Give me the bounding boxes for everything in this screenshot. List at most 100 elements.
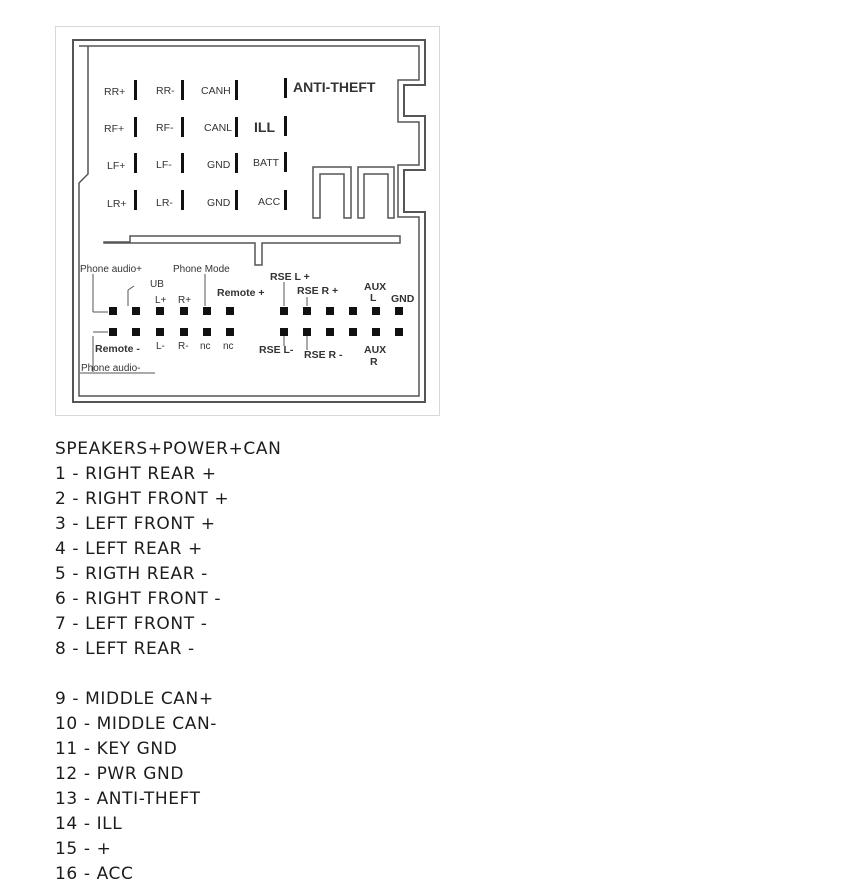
connector-pin xyxy=(181,80,184,100)
connector-pin xyxy=(284,116,287,136)
pinout-item: 7 - LEFT FRONT - xyxy=(55,614,208,634)
section-divider xyxy=(103,235,401,266)
connector-pin xyxy=(372,307,380,315)
pinout-item: 14 - ILL xyxy=(55,814,123,834)
pinout-list: SPEAKERS+POWER+CAN 1 - RIGHT REAR + 2 - … xyxy=(55,437,575,887)
connector-pin xyxy=(326,328,334,336)
label-l-minus: L- xyxy=(156,341,165,352)
pinout-item: 10 - MIDDLE CAN- xyxy=(55,714,218,734)
pinout-item: 5 - RIGTH REAR - xyxy=(55,564,208,584)
pinout-item: 11 - KEY GND xyxy=(55,739,178,759)
pinout-item: 1 - RIGHT REAR + xyxy=(55,464,217,484)
label-gnd-aux: GND xyxy=(391,293,415,305)
pinout-item: 8 - LEFT REAR - xyxy=(55,639,195,659)
latch-right xyxy=(357,166,395,219)
label-nc-2: nc xyxy=(223,341,234,352)
label-r-plus: R+ xyxy=(178,295,191,306)
label-lr-plus: LR+ xyxy=(107,198,127,210)
connector-pin xyxy=(226,328,234,336)
label-aux-l: L xyxy=(370,292,377,304)
label-rse-r-plus: RSE R + xyxy=(297,285,338,297)
label-phone-mode: Phone Mode xyxy=(173,264,230,275)
label-nc-1: nc xyxy=(200,341,211,352)
connector-housing-outer xyxy=(72,39,426,403)
label-lr-minus: LR- xyxy=(156,197,173,209)
pinout-spacer xyxy=(55,662,575,687)
connector-pin xyxy=(156,307,164,315)
connector-pin xyxy=(235,80,238,100)
label-rr-minus: RR- xyxy=(156,85,175,97)
aux-pins xyxy=(109,307,403,336)
connector-pin xyxy=(226,307,234,315)
connector-pin xyxy=(284,78,287,98)
label-rr-plus: RR+ xyxy=(104,86,125,98)
pinout-heading: SPEAKERS+POWER+CAN xyxy=(55,439,282,459)
label-gnd-1: GND xyxy=(207,159,231,171)
connector-pin xyxy=(326,307,334,315)
label-lf-minus: LF- xyxy=(156,159,172,171)
label-rf-plus: RF+ xyxy=(104,123,124,135)
connector-pin xyxy=(181,117,184,137)
leader-line xyxy=(127,285,135,291)
pinout-item: 12 - PWR GND xyxy=(55,764,185,784)
label-rse-l-plus: RSE L + xyxy=(270,271,310,283)
label-rse-l-minus: RSE L- xyxy=(259,344,294,356)
connector-pin xyxy=(303,328,311,336)
connector-pin xyxy=(134,190,137,210)
connector-pin xyxy=(235,190,238,210)
label-batt: BATT xyxy=(253,157,280,169)
label-anti-theft: ANTI-THEFT xyxy=(293,79,376,95)
connector-housing-inner xyxy=(78,45,420,397)
connector-pin xyxy=(280,307,288,315)
connector-pin xyxy=(134,80,137,100)
pinout-item: 6 - RIGHT FRONT - xyxy=(55,589,222,609)
pinout-item: 15 - + xyxy=(55,839,112,859)
label-rf-minus: RF- xyxy=(156,122,174,134)
connector-diagram: RR+ RF+ LF+ LR+ RR- RF- LF- LR- CANH CAN… xyxy=(72,39,426,403)
label-phone-audio-plus: Phone audio+ xyxy=(80,264,142,275)
connector-pin xyxy=(132,328,140,336)
connector-pin xyxy=(280,328,288,336)
latch-left xyxy=(312,166,352,219)
label-phone-audio-minus: Phone audio- xyxy=(81,363,141,374)
label-remote-plus: Remote + xyxy=(217,287,265,299)
speaker-pins xyxy=(134,78,287,210)
pinout-item: 9 - MIDDLE CAN+ xyxy=(55,689,214,709)
connector-pin xyxy=(395,307,403,315)
pinout-item: 2 - RIGHT FRONT + xyxy=(55,489,230,509)
connector-pin xyxy=(203,307,211,315)
label-lf-plus: LF+ xyxy=(107,160,125,172)
label-aux-r: R xyxy=(370,356,378,368)
label-l-plus: L+ xyxy=(155,295,167,306)
connector-pin xyxy=(349,307,357,315)
label-r-minus: R- xyxy=(178,341,189,352)
pinout-item: 16 - ACC xyxy=(55,864,134,884)
connector-pin xyxy=(284,152,287,172)
pinout-item: 3 - LEFT FRONT + xyxy=(55,514,216,534)
connector-pin xyxy=(132,307,140,315)
connector-pin xyxy=(235,153,238,173)
connector-pin xyxy=(395,328,403,336)
label-canl: CANL xyxy=(204,122,232,134)
connector-pin xyxy=(181,190,184,210)
connector-pin xyxy=(372,328,380,336)
leader-lines xyxy=(80,274,308,374)
connector-pin xyxy=(109,328,117,336)
connector-pin xyxy=(134,117,137,137)
label-ub: UB xyxy=(150,279,164,290)
connector-pin xyxy=(303,307,311,315)
diagram-frame xyxy=(55,26,440,416)
connector-pin xyxy=(156,328,164,336)
connector-pin xyxy=(203,328,211,336)
label-rse-r-minus: RSE R - xyxy=(304,349,343,361)
pinout-item: 4 - LEFT REAR + xyxy=(55,539,203,559)
pinout-item: 13 - ANTI-THEFT xyxy=(55,789,201,809)
connector-pin xyxy=(109,307,117,315)
label-canh: CANH xyxy=(201,85,231,97)
connector-pin xyxy=(180,307,188,315)
label-ill: ILL xyxy=(254,119,275,135)
label-gnd-2: GND xyxy=(207,197,231,209)
connector-pin xyxy=(180,328,188,336)
label-aux-top: AUX xyxy=(364,281,386,293)
connector-pin xyxy=(235,117,238,137)
